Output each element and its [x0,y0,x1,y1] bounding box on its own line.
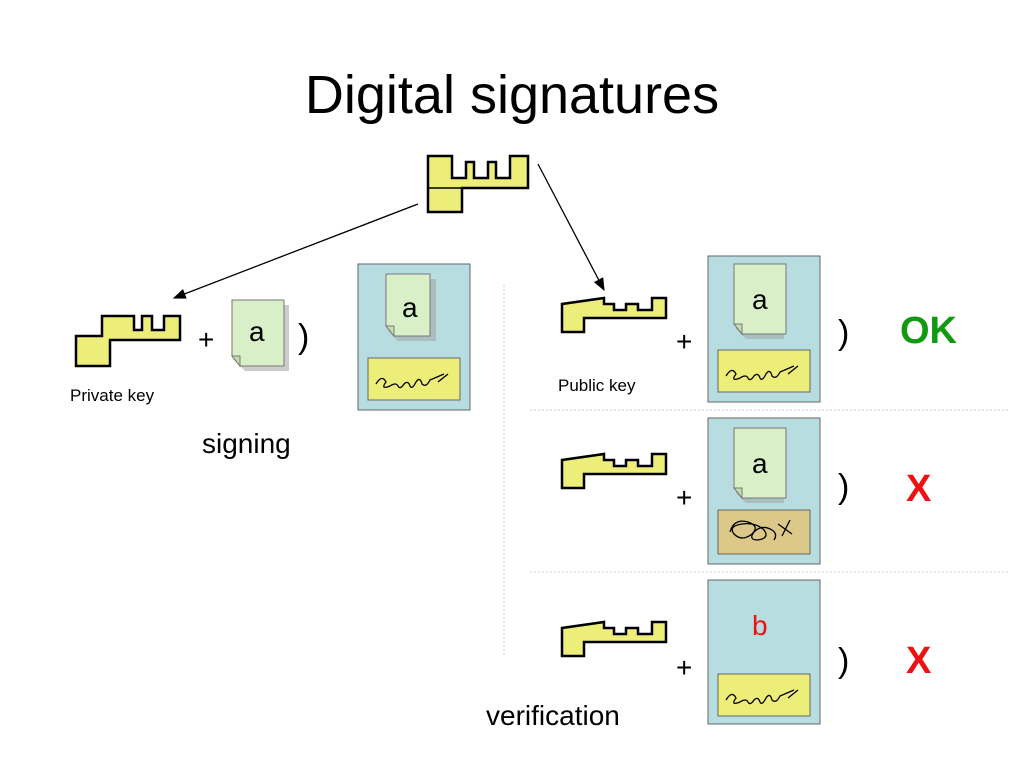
key-pair-icon [426,154,530,214]
plus-sign: + [198,324,215,355]
signature-scribble [725,689,799,705]
document-letter: a [249,316,265,347]
closing-paren: ) [298,318,310,356]
public-key-icon [560,620,668,658]
verification-card-valid [707,255,821,403]
verification-result-ok: OK [900,310,957,352]
forged-signature-scribble [729,519,793,541]
public-key-icon [560,296,668,334]
document-icon [230,299,289,371]
arrow-to-public-key [537,163,605,292]
document-letter: a [752,448,768,479]
arrow-to-private-key [172,203,419,299]
public-key-label: Public key [558,376,636,395]
verification-card-forged-signature [707,417,821,565]
private-key-icon [74,314,182,368]
signed-document-card [357,263,471,411]
plus-sign: + [676,326,693,357]
public-key-icon [560,452,668,490]
plus-sign: + [676,652,693,683]
verification-result-fail: X [906,468,932,510]
verification-caption: verification [486,700,620,731]
signature-scribble [725,365,799,381]
slide-title: Digital signatures [304,65,720,125]
signature-scribble [375,373,449,389]
closing-paren: ) [838,468,850,506]
document-letter: a [752,284,768,315]
closing-paren: ) [838,314,850,352]
verification-result-fail: X [906,640,932,682]
plus-sign: + [676,482,693,513]
private-key-label: Private key [70,386,155,405]
closing-paren: ) [838,642,850,680]
signing-caption: signing [202,428,291,459]
verification-card-altered-document [707,579,821,725]
altered-document-letter: b [752,610,768,641]
signed-document-letter: a [402,292,418,323]
